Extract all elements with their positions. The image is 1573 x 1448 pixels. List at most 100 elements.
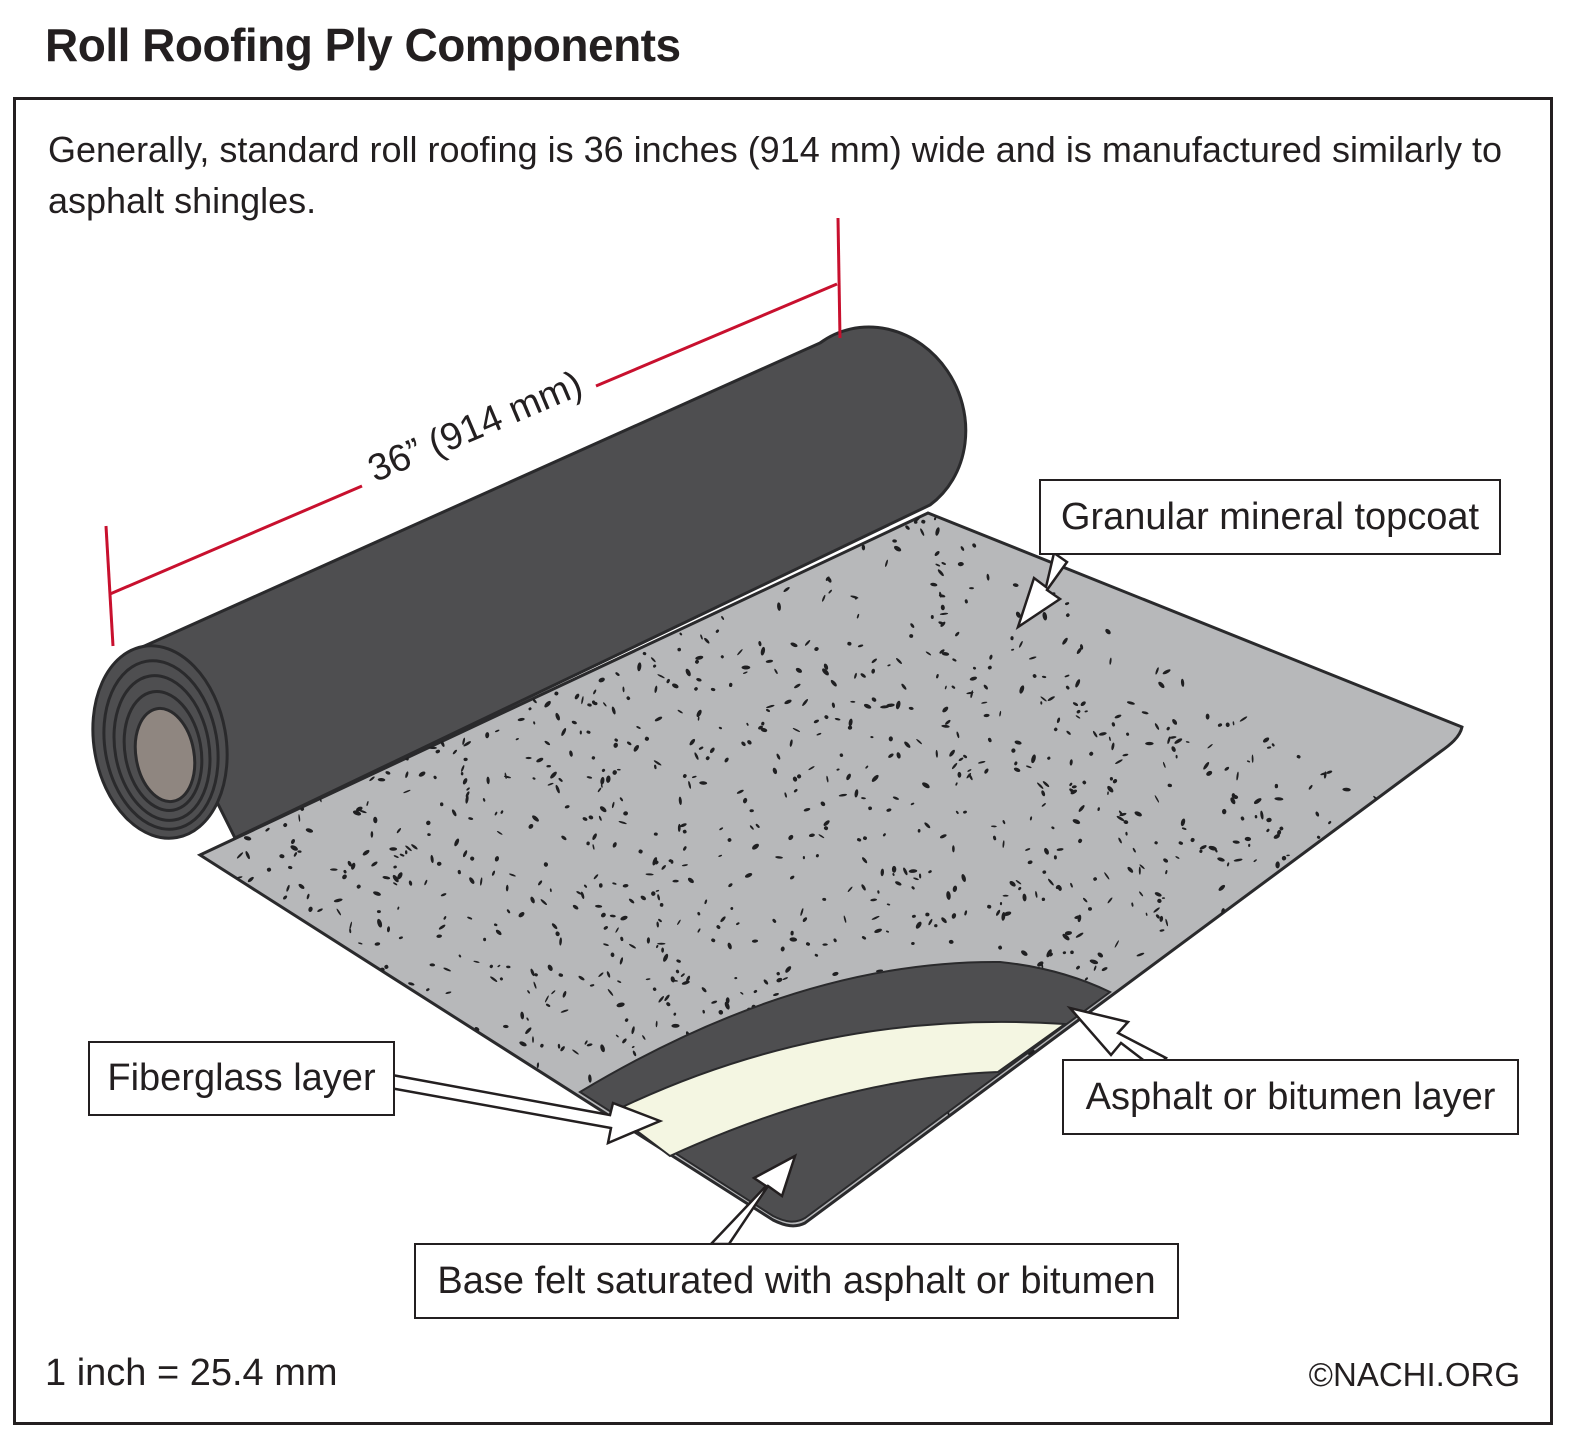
granule [1170,968,1173,973]
granule [792,727,801,733]
granule [424,879,428,886]
granule [1048,952,1053,957]
granule [716,925,721,930]
granule [526,1017,529,1021]
granule [597,787,602,793]
granule [1041,803,1046,807]
granule [856,613,860,619]
granule [1394,815,1399,822]
granule [1014,761,1018,766]
granule [795,667,803,673]
granule [1044,847,1049,855]
granule [664,994,670,1001]
granule [497,964,501,968]
fiberglass-layer [610,1020,1068,1158]
granule [405,845,412,852]
granule [1157,898,1162,904]
granule [369,776,375,782]
granule [555,712,560,721]
granule [964,599,968,604]
granule [1047,878,1054,886]
granule [457,869,461,875]
granule [941,917,947,924]
granule [1286,854,1290,857]
granule [624,1018,629,1022]
granule [443,967,451,972]
granule [551,923,558,930]
granule [675,969,680,974]
granule [788,834,794,841]
granule [961,874,966,882]
granule [536,757,544,763]
granule [1115,759,1123,765]
granule [1320,772,1327,776]
granule [1018,640,1023,648]
granule [800,908,804,916]
granule [1120,1007,1126,1013]
granule [955,631,960,637]
granule [1266,746,1272,749]
granule [1069,1049,1073,1054]
granule [831,702,835,708]
granule [603,943,609,946]
granule [802,856,806,860]
granule [1053,1050,1058,1055]
granule [600,776,605,785]
granule [887,664,891,667]
granule [1055,884,1061,890]
granule [1376,860,1382,864]
granule [595,904,603,908]
granule [286,884,290,892]
granule [352,810,362,816]
granule [439,802,444,807]
granule [642,1035,646,1040]
granule [1029,816,1033,821]
granule [772,918,777,923]
granule [349,921,352,930]
granule [658,918,662,923]
granule [966,772,972,779]
granule [1162,1031,1170,1036]
granule [1031,754,1036,764]
granule [408,880,413,886]
granule [612,770,617,775]
granule [588,815,594,820]
granule [1021,950,1028,956]
granule [1171,981,1176,985]
granule [822,943,828,946]
granule [1380,912,1385,917]
granule [1310,954,1317,959]
granule [960,546,965,551]
granule [482,798,486,802]
granule [930,1138,934,1143]
granule [1077,914,1082,923]
granule [654,764,657,770]
granule [555,784,560,794]
granule [682,829,687,834]
granule [832,971,839,976]
granule [861,544,866,551]
granule [306,893,310,900]
granule [619,797,623,802]
granule [589,984,595,987]
granule [560,1046,565,1052]
granule [373,816,378,824]
granule [1246,760,1251,763]
granule [694,687,698,691]
granule [824,715,829,720]
granule [636,726,641,729]
granule [847,886,853,893]
granule [1226,862,1230,867]
granule [760,727,768,733]
roll-body [137,325,968,840]
granule [283,895,288,900]
granule [941,724,950,728]
granule [564,805,570,809]
granule [317,908,323,912]
granule [622,686,625,693]
granule [941,652,950,656]
granule [1064,931,1072,936]
granule [491,870,496,876]
dimension-extension-right [836,217,842,339]
granule [804,639,811,646]
